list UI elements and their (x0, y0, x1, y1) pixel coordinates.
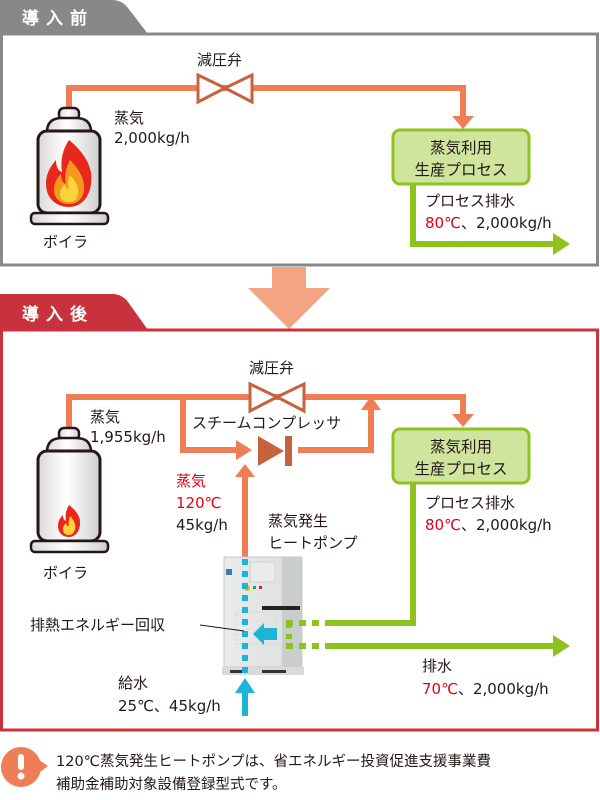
after-compressor-out-pipe (298, 408, 374, 453)
note: 120℃蒸気発生ヒートポンプは、省エネルギー投資促進支援事業費 補助金補助対象設… (1, 747, 491, 793)
hp-steam-temp: 120℃ (176, 494, 221, 512)
compressor-label: スチームコンプレッサ (192, 414, 341, 432)
after-header-tab (0, 294, 148, 330)
after-steam-label: 蒸気 (90, 408, 120, 426)
exhaust-label: 排水 (422, 657, 452, 675)
feed-water-pipe (242, 690, 248, 716)
note-line1: 120℃蒸気発生ヒートポンプは、省エネルギー投資促進支援事業費 (56, 753, 491, 770)
after-frame (0, 328, 599, 732)
after-process-line1: 蒸気利用 (430, 438, 492, 456)
before-process-line1: 蒸気利用 (430, 139, 492, 157)
hp-steam-flow: 45kg/h (176, 516, 228, 534)
hp-steam-pipe (242, 474, 248, 559)
after-steam-flow: 1,955kg/h (90, 428, 166, 446)
after-compressor-loop (180, 397, 238, 453)
after-boiler-icon (29, 426, 110, 554)
feed-water-label: 給水 (118, 674, 148, 692)
before-header-tab (0, 0, 148, 34)
after-process-box (391, 427, 531, 485)
after-steam-arrowhead (452, 414, 474, 427)
before-process-box (391, 128, 531, 186)
before-drain-flow: 、2,000kg/h (461, 214, 552, 232)
before-boiler-label: ボイラ (43, 233, 88, 251)
before-drain-arrowhead (553, 233, 570, 255)
before-drain-value: 80℃、2,000kg/h (425, 214, 552, 232)
before-valve-label: 減圧弁 (197, 51, 242, 69)
before-section: 導入前 減圧弁 ボイラ 蒸気 2,000kg/h 蒸気利用 生産プロ (0, 0, 599, 267)
after-header: 導入後 (22, 304, 94, 325)
after-valve-icon (248, 381, 306, 414)
after-drain-value: 80℃、2,000kg/h (425, 516, 552, 534)
after-section: 導入後 減圧弁 スチームコンプレッサ (0, 294, 599, 732)
before-frame (0, 32, 599, 267)
heat-recovery-arrow-icon (253, 623, 277, 645)
after-process-line2: 生産プロセス (414, 460, 507, 478)
exclamation-icon (1, 747, 48, 787)
compressor-icon (258, 436, 292, 466)
exhaust-value: 70℃、2,000kg/h (422, 680, 549, 698)
before-boiler-icon (29, 106, 110, 226)
before-drain-label: プロセス排水 (425, 192, 515, 210)
hp-steam-arrowhead (235, 464, 255, 477)
exhaust-arrowhead (553, 635, 570, 657)
after-flame-icon (58, 505, 81, 537)
transition-arrow-icon (248, 267, 330, 329)
after-drain-flow: 、2,000kg/h (461, 516, 552, 534)
exhaust-flow: 、2,000kg/h (458, 680, 549, 698)
hp-steam-label: 蒸気 (176, 472, 206, 490)
before-drain-pipe (410, 185, 555, 247)
before-steam-flow: 2,000kg/h (114, 129, 190, 147)
after-drain-temp: 80℃ (425, 516, 461, 534)
after-compressor-out-arrowhead (361, 396, 381, 410)
feed-water-arrowhead (235, 678, 255, 693)
after-drain-pipe (328, 484, 416, 626)
heat-pump-label-line1: 蒸気発生 (268, 512, 328, 530)
after-valve-label: 減圧弁 (249, 359, 294, 377)
after-boiler-label: ボイラ (43, 564, 88, 582)
before-flame-icon (46, 140, 92, 207)
before-drain-temp: 80℃ (425, 214, 461, 232)
feed-water-value: 25℃、45kg/h (118, 697, 221, 715)
after-compressor-in-arrowhead (236, 440, 252, 460)
heat-recovery-leader-line (199, 624, 245, 632)
before-steam-label: 蒸気 (114, 109, 144, 127)
heat-pump-unit-icon (222, 556, 304, 675)
note-line2: 補助金補助対象設備登録型式です。 (56, 776, 287, 793)
before-steam-arrowhead (452, 116, 474, 129)
exhaust-temp: 70℃ (422, 680, 458, 698)
before-steam-pipe (66, 85, 466, 118)
before-process-line2: 生産プロセス (414, 161, 507, 179)
before-header: 導入前 (22, 8, 94, 29)
heat-recovery-label: 排熱エネルギー回収 (30, 616, 165, 634)
after-drain-label: プロセス排水 (425, 494, 515, 512)
heat-pump-label-line2: ヒートポンプ (268, 534, 358, 552)
before-valve-icon (196, 72, 254, 105)
